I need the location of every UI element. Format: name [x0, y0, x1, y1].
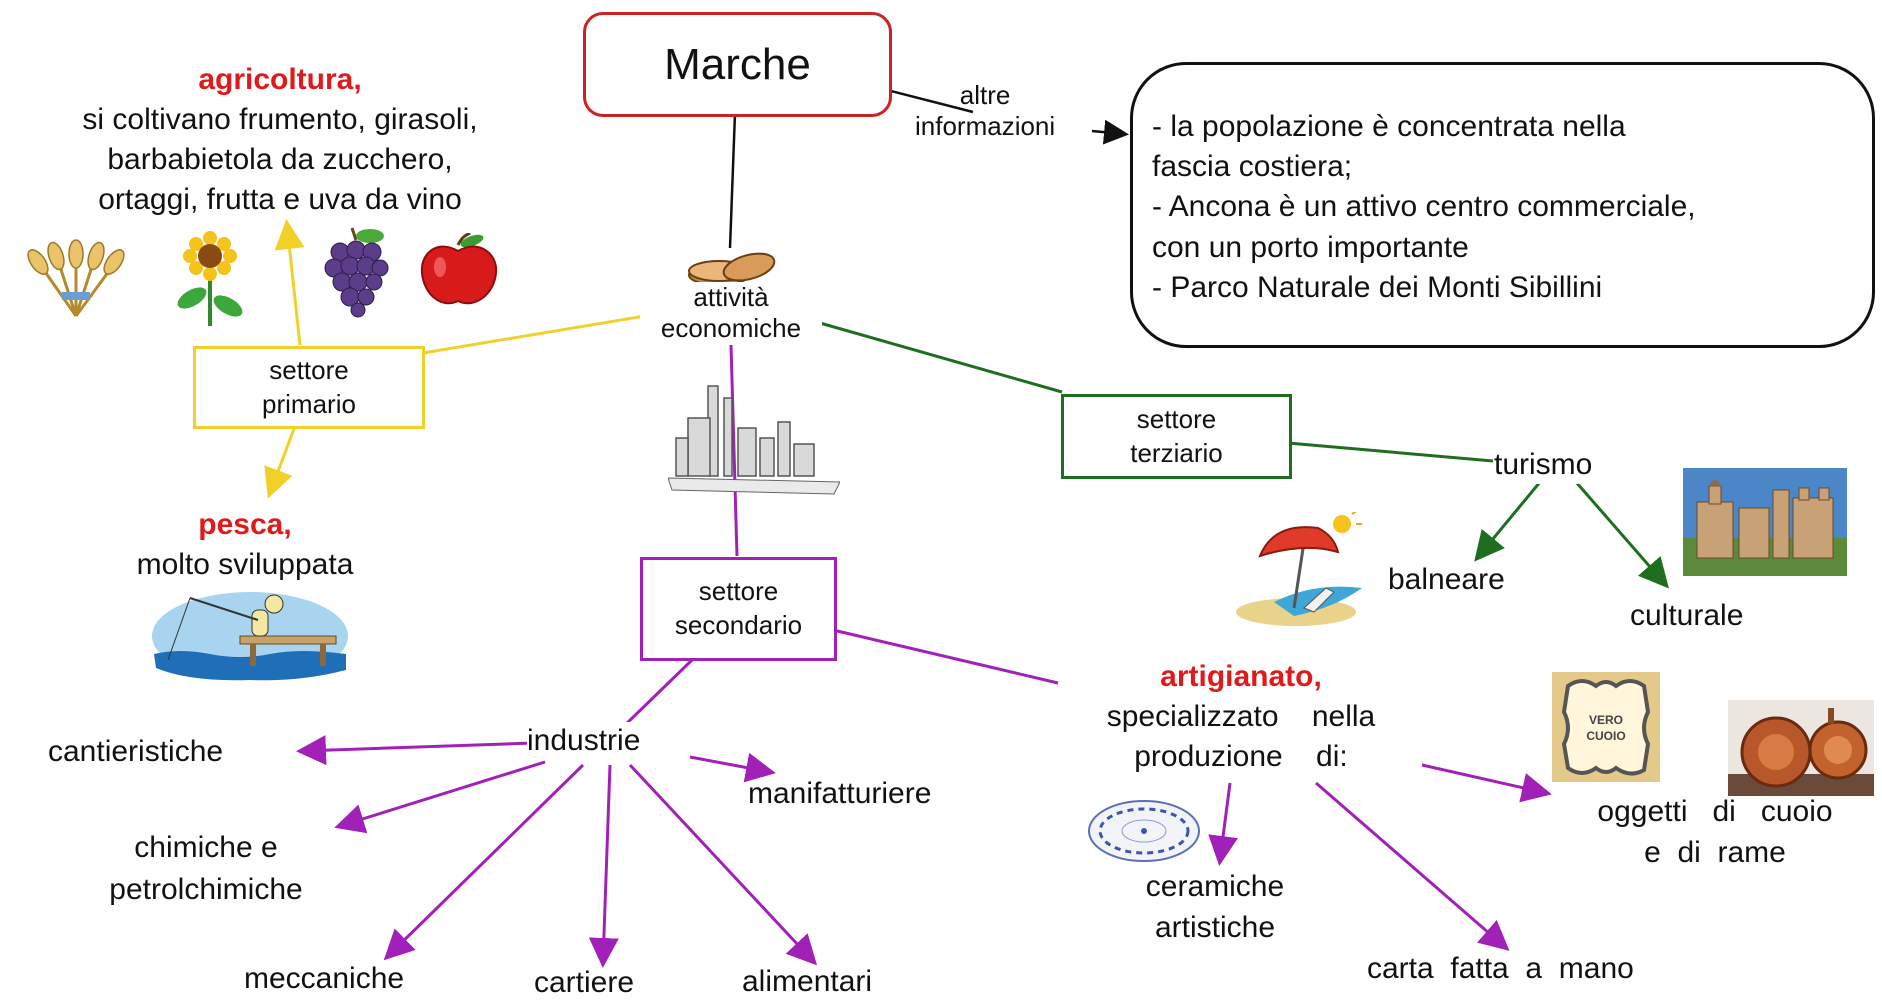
arrow-manifatturiere [689, 752, 776, 783]
fisherman-icon [152, 592, 348, 681]
agriculture-line: si coltivano frumento, girasoli, [82, 102, 478, 136]
crafts-block: artigianato, specializzato nella produzi… [1066, 657, 1416, 777]
tourism-label: turismo [1494, 446, 1593, 484]
line-economy-tertiary [819, 321, 1063, 394]
economy-label: attività economiche [640, 282, 822, 345]
arrow-alimentari [628, 763, 818, 966]
leather-icon: VERO CUOIO [1552, 672, 1660, 782]
grapes-icon [324, 227, 389, 318]
tourism-culturale: culturale [1630, 599, 1744, 632]
fishing-line: molto sviluppata [136, 547, 354, 581]
copper-molds-icon [1728, 700, 1874, 796]
industry-chimiche-line2: petrolchimiche [109, 873, 303, 906]
fishing-block: pesca, molto sviluppata [60, 505, 430, 585]
info-box: - la popolazione è concentrata nella fas… [1130, 62, 1875, 348]
arrow-ceramiche [1208, 782, 1238, 866]
line-title-info [886, 88, 974, 114]
arrow-primary-fishing [264, 425, 297, 499]
fishing-heading: pesca, [198, 508, 292, 541]
secondary-sector-box: settore secondario [640, 557, 837, 661]
leather-mark-line2: CUOIO [1586, 729, 1625, 743]
industry-alimentari: alimentari [742, 965, 873, 998]
tertiary-box-line1: settore [1136, 403, 1217, 434]
arrow-cuoio [1421, 763, 1552, 803]
info-item: - la popolazione è concentrata nella [1152, 110, 1626, 143]
arrow-carta [1315, 781, 1510, 951]
crafts-line1: specializzato nella [1106, 699, 1376, 733]
title-box: Marche [583, 12, 892, 117]
cultural-building-icon [1683, 468, 1847, 576]
tourism-balneare: balneare [1388, 563, 1505, 596]
leather-mark-line1: VERO [1589, 713, 1623, 727]
info-item: - Ancona è un attivo centro commerciale, [1152, 190, 1696, 224]
arrow-cantieristiche [296, 735, 534, 766]
industry-label: industrie [527, 722, 641, 760]
industry-meccaniche: meccaniche [244, 962, 405, 995]
arrow-culturale [1574, 481, 1669, 589]
line-economy-secondary [729, 344, 739, 557]
crafts-line2: produzione di: [1134, 739, 1348, 773]
industry-manifatturiere: manifatturiere [748, 777, 932, 810]
agriculture-heading: agricoltura, [198, 63, 362, 96]
product-ceramiche-line1: ceramiche [1145, 870, 1285, 903]
apple-icon [420, 233, 498, 305]
secondary-box-line2: secondario [674, 610, 803, 640]
info-label: altre informazioni [915, 80, 1055, 142]
agriculture-line: barbabietola da zucchero, [107, 142, 453, 176]
primary-box-line2: primario [262, 388, 356, 419]
sunflower-icon [177, 231, 243, 326]
arrow-primary-agriculture [274, 219, 305, 346]
product-cuoio-line1: oggetti di cuoio [1597, 795, 1833, 828]
industry-chimiche: chimiche e petrolchimiche [66, 827, 346, 911]
info-label-line2: informazioni [915, 111, 1056, 142]
crafts-heading: artigianato, [1160, 660, 1322, 693]
arrow-to-info [1091, 119, 1129, 145]
industry-chimiche-line1: chimiche e [134, 831, 278, 864]
industry-cantieristiche: cantieristiche [48, 735, 224, 768]
arrow-meccaniche [383, 763, 585, 961]
primary-box-line1: settore [269, 354, 349, 385]
title-text: Marche [664, 39, 811, 89]
coins-icon [688, 252, 776, 286]
agriculture-block: agricoltura, si coltivano frumento, gira… [20, 60, 540, 220]
product-cuoio-line2: e di rame [1644, 836, 1786, 870]
info-item: - Parco Naturale dei Monti Sibillini [1152, 270, 1603, 304]
line-economy-primary [422, 314, 646, 355]
line-title-economy [728, 112, 737, 249]
info-item: fascia costiera; [1152, 150, 1353, 184]
factory-icon [668, 385, 840, 495]
product-ceramiche-line2: artistiche [1154, 911, 1276, 945]
tertiary-box-line2: terziario [1130, 437, 1223, 468]
product-cuoio-rame: oggetti di cuoio e di rame [1550, 791, 1880, 874]
economy-line2: economiche [660, 313, 802, 344]
tertiary-sector-box: settore terziario [1061, 394, 1292, 479]
economy-line1: attività [693, 282, 769, 312]
line-secondary-crafts [832, 628, 1059, 685]
line-tertiary-tourism [1287, 441, 1494, 463]
arrow-cartiere [588, 764, 619, 968]
industry-cartiere: cartiere [534, 966, 635, 999]
beach-umbrella-icon [1236, 512, 1362, 626]
info-label-line1: altre [959, 80, 1011, 110]
arrow-chimiche [334, 760, 546, 834]
wheat-icon [27, 239, 125, 317]
arrow-balneare [1474, 481, 1542, 562]
plate-icon [1088, 800, 1200, 862]
line-secondary-industry [621, 658, 694, 729]
agriculture-line: ortaggi, frutta e uva da vino [98, 182, 462, 216]
primary-sector-box: settore primario [193, 346, 425, 429]
secondary-box-line1: settore [698, 576, 779, 607]
product-ceramiche: ceramiche artistiche [1105, 866, 1325, 949]
info-item: con un porto importante [1152, 230, 1469, 264]
product-carta: carta fatta a mano [1367, 952, 1634, 985]
